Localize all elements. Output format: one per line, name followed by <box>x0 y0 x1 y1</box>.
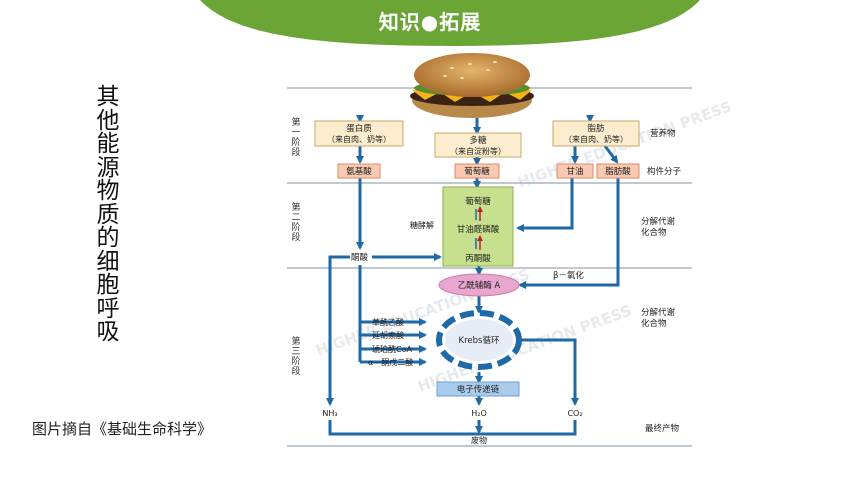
glycolysis-box: 葡萄糖 甘油醛磷酸 丙酮酸 <box>442 186 514 267</box>
tca-input-succinyl-coa: 琥珀酰CoA <box>372 344 412 354</box>
acetyl-coa-node <box>438 273 520 297</box>
box-glucose <box>454 163 500 179</box>
product-waste: 废物 <box>471 435 487 445</box>
keto-acid-label: 酮酸 <box>351 252 369 263</box>
side-title: 其他能源物质的细胞呼吸 <box>96 84 120 345</box>
box-amino-acid <box>337 163 381 179</box>
nutrient-fat-name: 脂肪 <box>587 123 605 134</box>
nutrient-protein-name: 蛋白质 <box>346 123 372 134</box>
right-label-building-blocks: 构件分子 <box>647 166 682 177</box>
box-glycerol <box>556 163 594 179</box>
banner-title: 知识●拓展 <box>378 10 482 34</box>
tca-input-alpha-ketoglutarate: α－酮戊二酸 <box>368 357 413 367</box>
right-label-catabolites-2b: 化合物 <box>641 318 667 329</box>
etc-label: 电子传递链 <box>457 384 500 395</box>
glycolysis-label: 糖酵解 <box>410 220 434 230</box>
acetyl-coa-label: 乙酰辅酶 A <box>458 280 501 291</box>
stage-label-3: 第三阶段 <box>291 335 300 377</box>
product-h2o: H₂O <box>471 409 487 418</box>
tca-input-fumarate: 延胡索酸 <box>372 330 404 340</box>
right-label-catabolites-2a: 分解代谢 <box>641 307 676 318</box>
glycolysis-g3p: 甘油醛磷酸 <box>457 224 500 235</box>
title-banner <box>200 0 700 46</box>
right-label-end-products: 最终产物 <box>645 423 680 434</box>
nutrient-protein: 蛋白质 （来自肉、奶等） <box>314 120 404 147</box>
glycolysis-pyruvate: 丙酮酸 <box>465 253 491 264</box>
etc-box <box>436 381 520 397</box>
krebs-cycle: Krebs循环 <box>436 310 522 370</box>
nutrient-polysaccharide-source: （来自淀粉等） <box>450 146 506 156</box>
label-fatty-acid: 脂肪酸 <box>605 166 631 177</box>
krebs-label: Krebs循环 <box>459 335 500 346</box>
nutrient-protein-source: （来自肉、奶等） <box>327 134 391 144</box>
beta-oxidation-label: β－氧化 <box>553 270 584 281</box>
stage-label-1: 第一阶段 <box>291 116 300 158</box>
stage-label-2: 第二阶段 <box>291 201 300 243</box>
label-amino-acid: 氨基酸 <box>346 166 372 177</box>
hamburger-image <box>410 53 534 118</box>
nutrient-fat-source: （来自肉、奶等） <box>564 134 628 144</box>
right-label-nutrients: 营养物 <box>650 128 676 139</box>
right-label-catabolites-1a: 分解代谢 <box>641 216 676 227</box>
box-fatty-acid <box>596 163 640 179</box>
tca-input-oxaloacetate: 草酰乙酸 <box>372 317 404 327</box>
product-nh3: NH₃ <box>322 409 337 418</box>
nutrient-polysaccharide-name: 多糖 <box>469 135 487 146</box>
nutrient-polysaccharide: 多糖 （来自淀粉等） <box>434 132 522 158</box>
product-co2: CO₂ <box>567 409 582 418</box>
nutrient-fat: 脂肪 （来自肉、奶等） <box>552 120 640 147</box>
label-glycerol: 甘油 <box>566 166 583 177</box>
image-caption: 图片摘自《基础生命科学》 <box>32 420 213 438</box>
right-label-catabolites-1b: 化合物 <box>641 227 667 238</box>
label-glucose: 葡萄糖 <box>464 166 490 177</box>
glycolysis-glucose: 葡萄糖 <box>465 196 491 207</box>
